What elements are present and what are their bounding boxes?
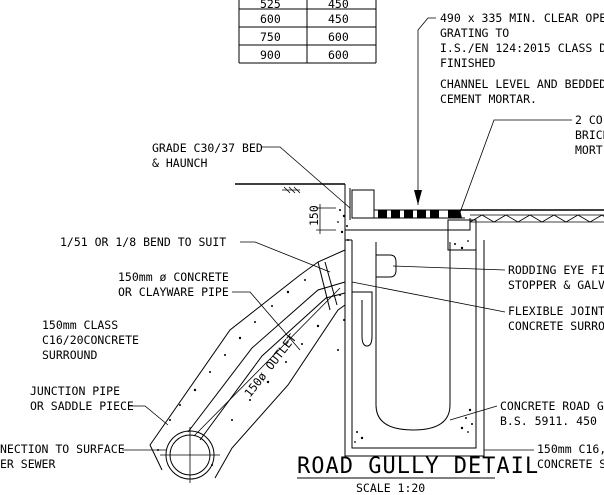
outlet-label: 150ø OUTLET <box>241 331 299 400</box>
dim-150: 150 <box>307 205 321 226</box>
table-cell: 600 <box>328 30 349 44</box>
svg-text:I.S./EN 124:2015 CLASS D40: I.S./EN 124:2015 CLASS D40 <box>440 41 604 55</box>
grating-note: 490 x 335 MIN. CLEAR OPEN GRATING TO I.S… <box>414 11 604 205</box>
svg-text:STOPPER & GALVA: STOPPER & GALVA <box>508 278 604 292</box>
svg-text:C16/20CONCRETE: C16/20CONCRETE <box>42 333 139 347</box>
svg-text:CHANNEL LEVEL AND BEDDED: CHANNEL LEVEL AND BEDDED <box>440 77 604 91</box>
svg-text:GRADE C30/37 BED: GRADE C30/37 BED <box>152 141 263 155</box>
table-cell: 600 <box>328 48 349 62</box>
table-cell: 750 <box>260 30 281 44</box>
svg-text:FLEXIBLE JOINT IN: FLEXIBLE JOINT IN <box>508 304 604 318</box>
bend-note: 1/51 OR 1/8 BEND TO SUIT <box>60 235 331 273</box>
svg-text:GRATING TO: GRATING TO <box>440 26 509 40</box>
svg-text:OR CLAYWARE PIPE: OR CLAYWARE PIPE <box>118 285 229 299</box>
svg-text:BRICK: BRICK <box>575 128 604 142</box>
drawing-title: ROAD GULLY DETAIL SCALE 1:20 <box>297 454 539 495</box>
title-text: ROAD GULLY DETAIL <box>297 454 539 479</box>
svg-text:& HAUNCH: & HAUNCH <box>152 156 207 170</box>
svg-text:1/51 OR 1/8 BEND TO SUIT: 1/51 OR 1/8 BEND TO SUIT <box>60 235 226 249</box>
svg-text:NECTION TO SURFACE: NECTION TO SURFACE <box>0 442 125 456</box>
table-cell: 525 <box>260 0 281 11</box>
table-cell: 600 <box>260 12 281 26</box>
rodding-note: RODDING EYE FITT STOPPER & GALVA <box>392 263 604 292</box>
svg-text:CONCRETE SURRO: CONCRETE SURRO <box>508 319 604 333</box>
size-table: 525 450 600 450 750 600 900 600 <box>238 0 377 64</box>
svg-text:B.S. 5911. 450 DI: B.S. 5911. 450 DI <box>500 414 604 428</box>
joint-note: FLEXIBLE JOINT IN CONCRETE SURRO <box>351 281 604 333</box>
svg-text:CONCRETE ROAD G: CONCRETE ROAD G <box>500 399 604 413</box>
surround-note: 150mm C16, CONCRETE S <box>484 442 604 471</box>
svg-text:RODDING EYE FITT: RODDING EYE FITT <box>508 263 604 277</box>
grade-note: GRADE C30/37 BED & HAUNCH <box>152 141 351 209</box>
gully-frame: 150 <box>307 184 477 251</box>
table-cell: 900 <box>260 48 281 62</box>
svg-text:150mm CLASS: 150mm CLASS <box>42 318 118 332</box>
svg-text:150mm ø CONCRETE: 150mm ø CONCRETE <box>118 270 229 284</box>
svg-text:ER SEWER: ER SEWER <box>0 457 55 471</box>
svg-text:490 x 335 MIN. CLEAR OPEN: 490 x 335 MIN. CLEAR OPEN <box>440 11 604 25</box>
svg-text:FINISHED: FINISHED <box>440 56 495 70</box>
connection-note: NECTION TO SURFACE ER SEWER <box>0 442 166 471</box>
pipe-note: 150mm ø CONCRETE OR CLAYWARE PIPE <box>118 270 301 351</box>
concrete-stipple <box>337 209 473 443</box>
table-cell: 450 <box>328 12 349 26</box>
ground-surface <box>235 183 604 223</box>
scale-label: SCALE 1:20 <box>356 481 425 495</box>
svg-text:JUNCTION PIPE: JUNCTION PIPE <box>30 384 120 398</box>
svg-text:MORT: MORT <box>575 143 603 157</box>
svg-text:SURROUND: SURROUND <box>42 348 97 362</box>
class-note: 150mm CLASS C16/20CONCRETE SURROUND <box>42 318 139 362</box>
svg-text:CEMENT MORTAR.: CEMENT MORTAR. <box>440 92 537 106</box>
gully-pot <box>344 230 485 457</box>
junction-note: JUNCTION PIPE OR SADDLE PIECE <box>30 384 169 426</box>
junction-pipe <box>160 427 220 483</box>
svg-text:CONCRETE S: CONCRETE S <box>537 457 604 471</box>
svg-text:150mm C16,: 150mm C16, <box>537 442 604 456</box>
svg-text:2 CO: 2 CO <box>575 113 603 127</box>
gully-note: CONCRETE ROAD G B.S. 5911. 450 DI <box>449 399 604 428</box>
svg-text:OR SADDLE PIECE: OR SADDLE PIECE <box>30 399 134 413</box>
brick-note: 2 CO BRICK MORT <box>457 113 604 219</box>
table-cell: 450 <box>328 0 349 11</box>
